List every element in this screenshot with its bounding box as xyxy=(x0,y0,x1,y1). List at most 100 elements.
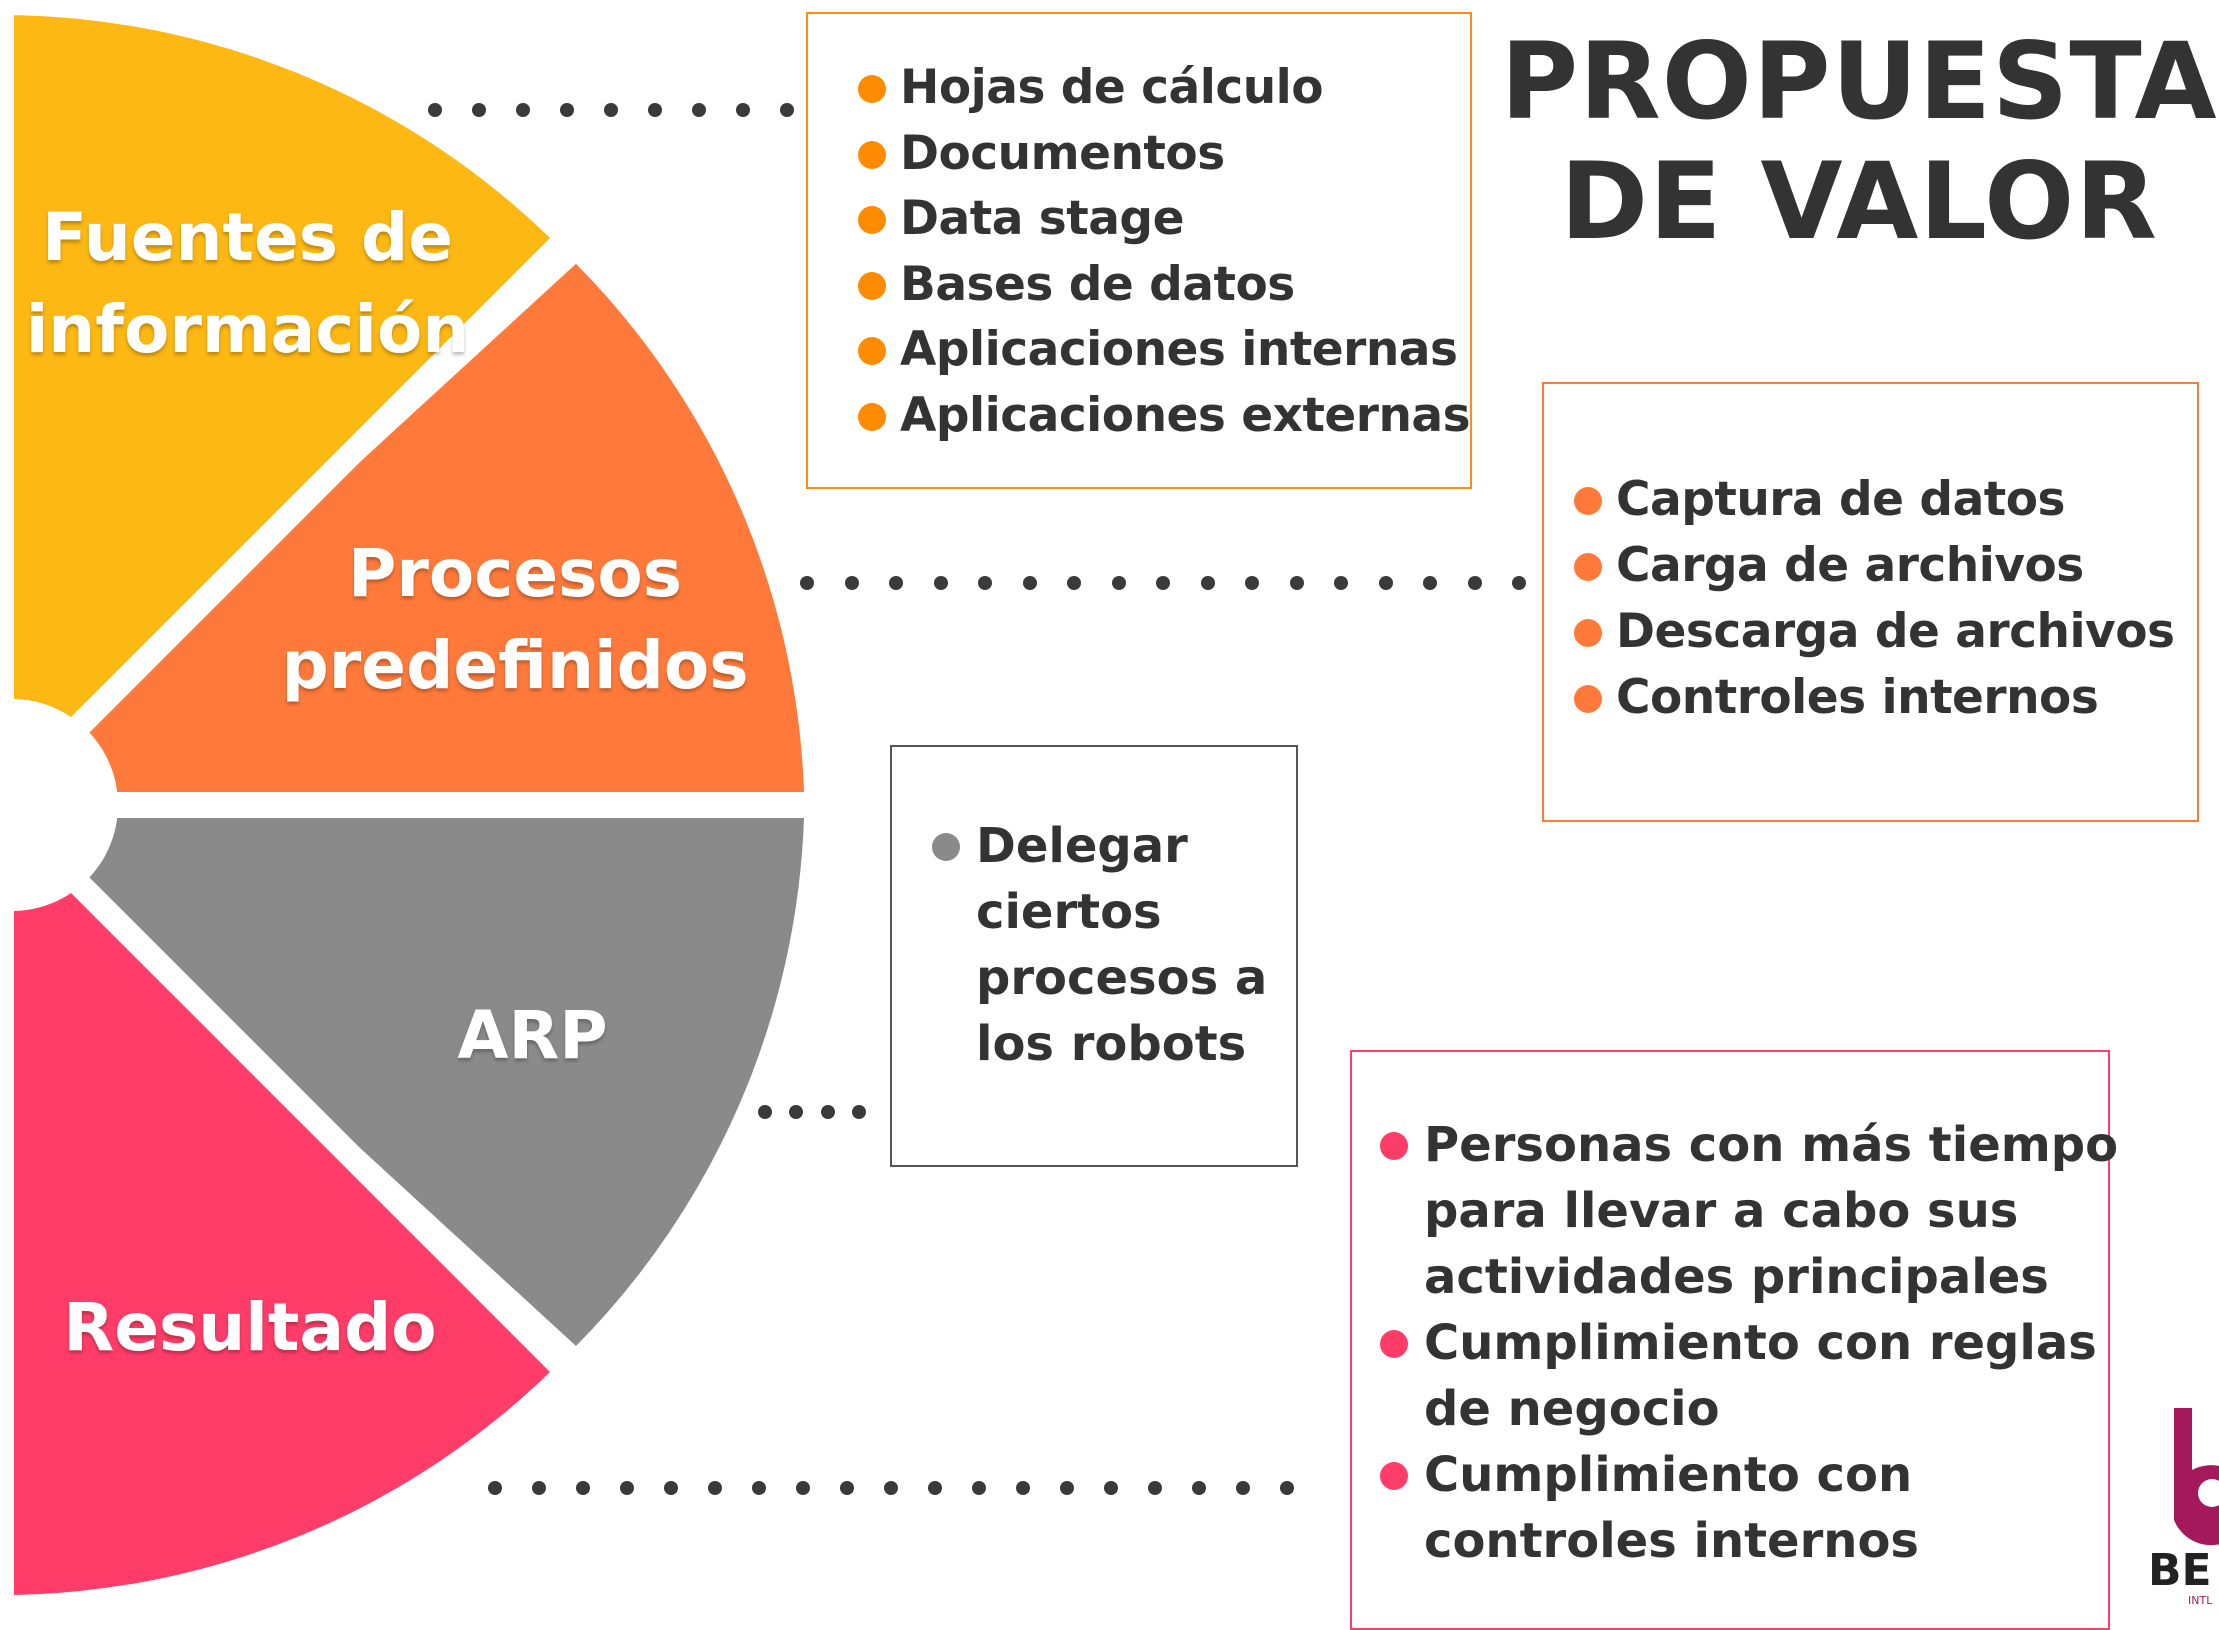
dot xyxy=(928,1481,942,1495)
list-item: Documentos xyxy=(858,121,1470,187)
dot xyxy=(736,103,750,117)
separator xyxy=(0,796,609,1414)
logo-mark-hole xyxy=(2198,1479,2219,1507)
dot xyxy=(800,576,814,590)
list-fuentes: Hojas de cálculo Documentos Data stage B… xyxy=(858,55,1471,449)
dot xyxy=(1111,576,1126,590)
dot xyxy=(1016,1481,1030,1495)
page-title: PROPUESTA DE VALOR xyxy=(1499,22,2219,262)
list-arp: Delegar ciertos procesos a los robots xyxy=(932,813,1296,1077)
dot xyxy=(488,1481,502,1495)
dot xyxy=(472,103,486,117)
title-line: DE VALOR xyxy=(1560,140,2158,263)
dot xyxy=(1192,1481,1206,1495)
left-margin xyxy=(0,0,14,1616)
list-item: Controles internos xyxy=(1574,665,2174,731)
bullet-icon xyxy=(858,206,886,235)
list-item: Cumplimiento con controles internos xyxy=(1380,1442,2124,1574)
dot xyxy=(1060,1481,1074,1495)
box-arp xyxy=(890,745,1298,1167)
dot xyxy=(758,1105,772,1119)
segment-fuentes xyxy=(0,15,559,805)
dot xyxy=(1245,576,1259,590)
dot xyxy=(851,1105,866,1119)
dot xyxy=(1334,576,1348,590)
dot xyxy=(844,576,859,590)
segment-procesos xyxy=(0,263,804,792)
segment-label-fuentes: Fuentes de información xyxy=(20,192,475,377)
bullet-icon xyxy=(1574,619,1602,647)
title-line: PROPUESTA xyxy=(1500,20,2218,143)
segment-label-line: Fuentes de xyxy=(41,199,454,276)
dot xyxy=(978,576,992,590)
dot xyxy=(604,103,618,117)
dot xyxy=(789,1105,804,1119)
dot xyxy=(1022,576,1037,590)
bullet-icon xyxy=(932,833,960,861)
segment-label-procesos: Procesos predefinidos xyxy=(280,528,750,713)
segment-label-line: ARP xyxy=(457,997,608,1074)
bullet-icon xyxy=(858,402,886,431)
brand-logo: BE INTL xyxy=(2148,1408,2219,1607)
dot xyxy=(1148,1481,1162,1495)
dot xyxy=(428,103,442,117)
dot xyxy=(972,1481,986,1495)
dot xyxy=(752,1481,766,1495)
dot xyxy=(796,1481,810,1495)
segment-label-line: información xyxy=(25,291,470,369)
list-item: Aplicaciones internas xyxy=(858,317,1470,383)
segment-label-line: Procesos xyxy=(347,535,683,612)
segment-resultado xyxy=(0,805,559,1595)
bullet-icon xyxy=(858,75,886,103)
bullet-icon xyxy=(1380,1462,1408,1490)
bullet-icon xyxy=(1380,1132,1408,1160)
list-resultado: Personas con más tiempo para llevar a ca… xyxy=(1380,1112,2124,1574)
dot xyxy=(1423,576,1437,590)
bullet-icon xyxy=(1574,685,1602,713)
list-item: Captura de datos xyxy=(1574,467,2174,533)
segment-label-line: predefinidos xyxy=(281,627,749,705)
dot xyxy=(1156,576,1170,590)
dot xyxy=(1236,1481,1250,1495)
list-item: Carga de archivos xyxy=(1574,533,2174,599)
list-item: Descarga de archivos xyxy=(1574,599,2175,665)
list-item: Data stage xyxy=(858,186,1470,252)
logo-text: BE xyxy=(2148,1545,2212,1596)
dot xyxy=(560,103,574,117)
dot xyxy=(532,1481,546,1495)
dot xyxy=(1289,576,1304,590)
dot xyxy=(708,1481,722,1495)
segment-label-line: Resultado xyxy=(63,1289,437,1366)
bullet-icon xyxy=(1380,1330,1408,1358)
bullet-icon xyxy=(1574,487,1602,515)
connector-dots-resultado xyxy=(488,1476,1294,1500)
box-fuentes xyxy=(806,12,1472,489)
dot xyxy=(516,103,530,117)
connector-dots-arp xyxy=(758,1100,866,1124)
dot xyxy=(889,576,903,590)
segment-label-resultado: Resultado xyxy=(60,1282,440,1374)
dot xyxy=(576,1481,590,1495)
dot xyxy=(1378,576,1393,590)
box-resultado xyxy=(1350,1050,2110,1630)
value-wheel-diagram xyxy=(0,0,820,1616)
bullet-icon xyxy=(858,140,886,169)
dot xyxy=(648,103,662,117)
separator xyxy=(0,196,609,814)
list-item: Cumplimiento con reglas de negocio xyxy=(1380,1310,2124,1442)
logo-mark-icon xyxy=(2174,1408,2219,1546)
dot xyxy=(692,103,706,117)
segment-label-arp: ARP xyxy=(445,990,620,1082)
list-item: Delegar ciertos procesos a los robots xyxy=(932,813,1296,1077)
dot xyxy=(1200,576,1215,590)
box-procesos xyxy=(1542,382,2199,822)
dot xyxy=(620,1481,634,1495)
dot xyxy=(1467,576,1482,590)
dot xyxy=(1067,576,1081,590)
dot xyxy=(780,103,794,117)
connector-dots-procesos xyxy=(800,571,1526,595)
bullet-icon xyxy=(858,337,886,366)
list-item: Hojas de cálculo xyxy=(858,55,1470,121)
center-hub xyxy=(0,699,118,911)
dot xyxy=(840,1481,854,1495)
